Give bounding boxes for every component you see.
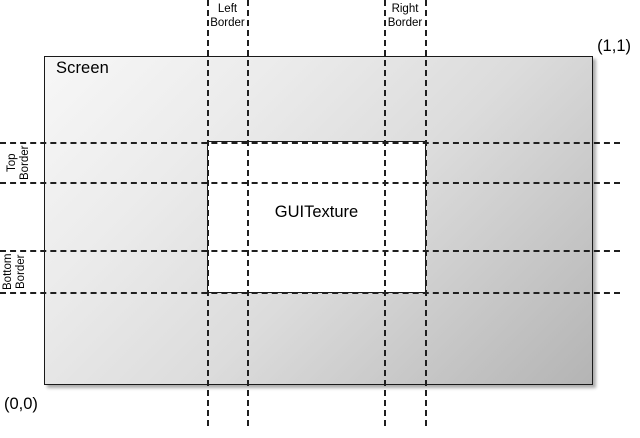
vertical-guide-left-outer [207,0,209,426]
top-border-label-line2: Border [19,145,31,180]
horizontal-guide-bottom-inner [0,250,620,252]
top-border-label-line1: Top [6,153,18,172]
coordinate-label-bottom-left: (0,0) [4,395,38,413]
bottom-border-label-line2: Border [15,254,27,289]
left-border-label-line2: Border [210,17,245,29]
guitexture-label: GUITexture [274,203,359,221]
vertical-guide-right-inner [384,0,386,426]
horizontal-guide-top-outer [0,142,620,144]
horizontal-guide-top-inner [0,182,620,184]
left-border-label-line1: Left [217,3,238,15]
right-border-label: Right Border [384,2,426,30]
right-border-label-line1: Right [391,3,419,15]
right-border-label-line2: Border [387,17,423,29]
vertical-guide-left-inner [247,0,249,426]
vertical-guide-right-outer [425,0,427,426]
screen-label: Screen [56,59,109,77]
coordinate-label-top-right: (1,1) [597,37,631,55]
bottom-border-label-line1: Bottom [2,253,14,290]
guitexture-rectangle [207,141,426,293]
bottom-border-label: Bottom Border [2,250,28,293]
left-border-label: Left Border [207,2,248,30]
top-border-label: Top Border [6,142,32,183]
horizontal-guide-bottom-outer [0,292,620,294]
